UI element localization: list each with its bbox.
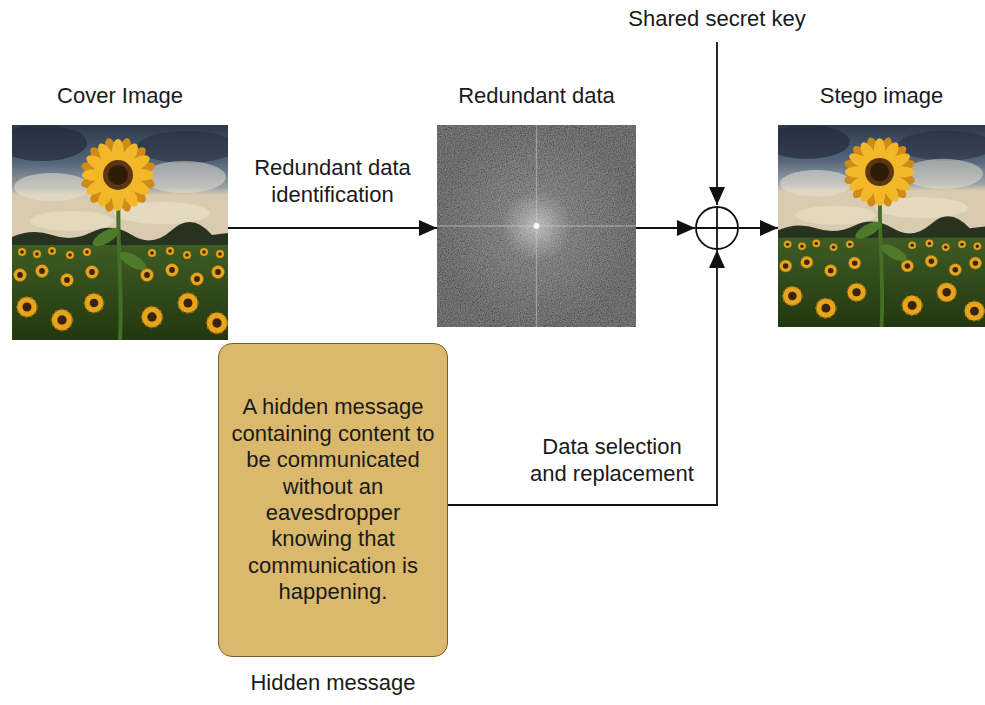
image-panel: Stego image bbox=[778, 125, 985, 327]
key-label: Shared secret key bbox=[628, 6, 805, 32]
xor-symbol bbox=[695, 206, 739, 250]
step-label: Redundant data identification bbox=[245, 155, 421, 208]
step-label: Data selection and replacement bbox=[524, 434, 700, 487]
cover-picture bbox=[0, 125, 237, 340]
image-title: Redundant data bbox=[458, 83, 615, 109]
stego-picture bbox=[764, 125, 985, 327]
xor-circle bbox=[696, 207, 738, 249]
image-title: Stego image bbox=[820, 83, 944, 109]
flow-arrow bbox=[448, 250, 717, 505]
flow-arrow bbox=[228, 227, 437, 229]
xor-combiner bbox=[695, 206, 739, 250]
key-arrow bbox=[716, 42, 718, 205]
message-box: A hidden message containing content to b… bbox=[218, 343, 448, 657]
xor-bar bbox=[716, 207, 718, 249]
box-title: Hidden message bbox=[250, 670, 415, 696]
image-title: Cover Image bbox=[57, 83, 183, 109]
message-text: A hidden message containing content to b… bbox=[229, 394, 437, 605]
image-panel: Cover Image bbox=[12, 125, 228, 340]
flow-arrow bbox=[636, 227, 695, 229]
spectrum-picture bbox=[437, 125, 636, 327]
image-panel: Redundant data bbox=[437, 125, 636, 327]
flow-arrow bbox=[739, 227, 778, 229]
